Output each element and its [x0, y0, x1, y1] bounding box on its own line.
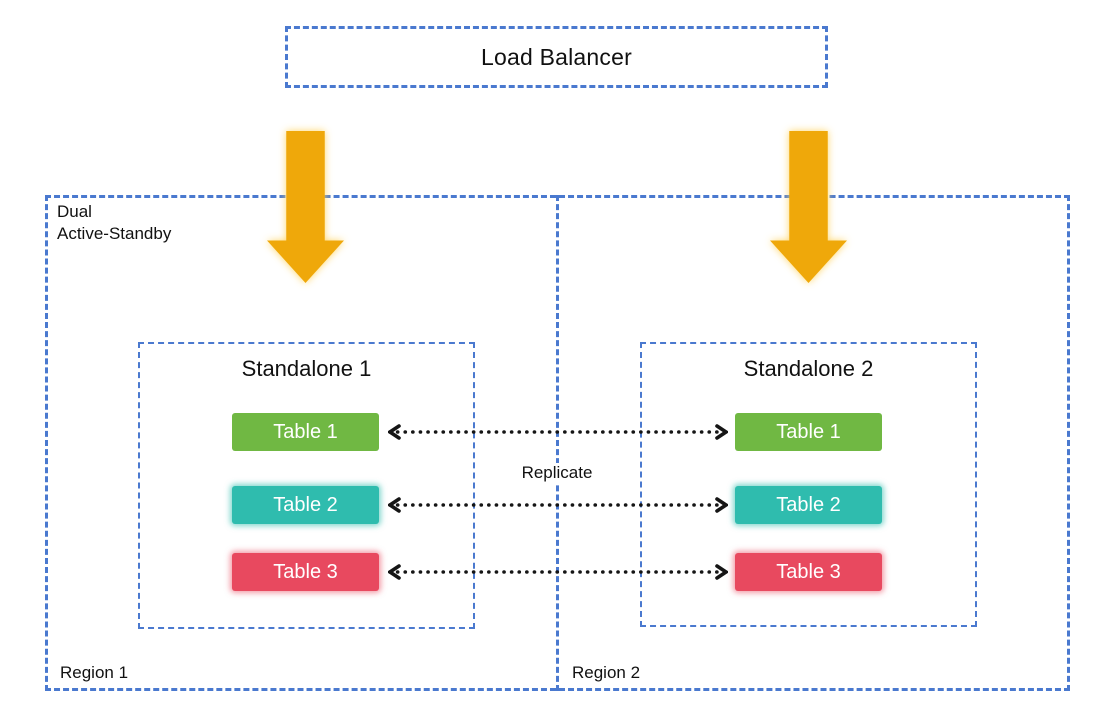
down-arrow-icon	[770, 131, 847, 283]
standalone-2-table-2: Table 2	[735, 486, 882, 524]
region-2-label: Region 2	[572, 663, 641, 682]
standalone-1-title: Standalone 1	[241, 356, 372, 381]
deployment-mode-line1: Dual	[57, 202, 92, 221]
standalone-1-box: Standalone 1	[138, 342, 475, 629]
region-1-label: Region 1	[60, 663, 129, 682]
standalone-2-table-1: Table 1	[735, 413, 882, 451]
flow-down-arrow-right	[770, 131, 847, 283]
standalone-2-box: Standalone 2	[640, 342, 977, 627]
deployment-mode-label: Dual Active-Standby	[57, 201, 171, 245]
deployment-mode-line2: Active-Standby	[57, 224, 172, 243]
standalone-1-table-2: Table 2	[232, 486, 379, 524]
down-arrow-icon	[267, 131, 344, 283]
flow-down-arrow-left	[267, 131, 344, 283]
load-balancer-label: Load Balancer	[481, 43, 632, 70]
standalone-2-table-3: Table 3	[735, 553, 882, 591]
replicate-label: Replicate	[517, 463, 597, 483]
region-divider-line	[556, 195, 559, 691]
load-balancer-box: Load Balancer	[285, 26, 828, 88]
standalone-2-title: Standalone 2	[743, 356, 874, 381]
standalone-1-table-3: Table 3	[232, 553, 379, 591]
standalone-1-table-1: Table 1	[232, 413, 379, 451]
